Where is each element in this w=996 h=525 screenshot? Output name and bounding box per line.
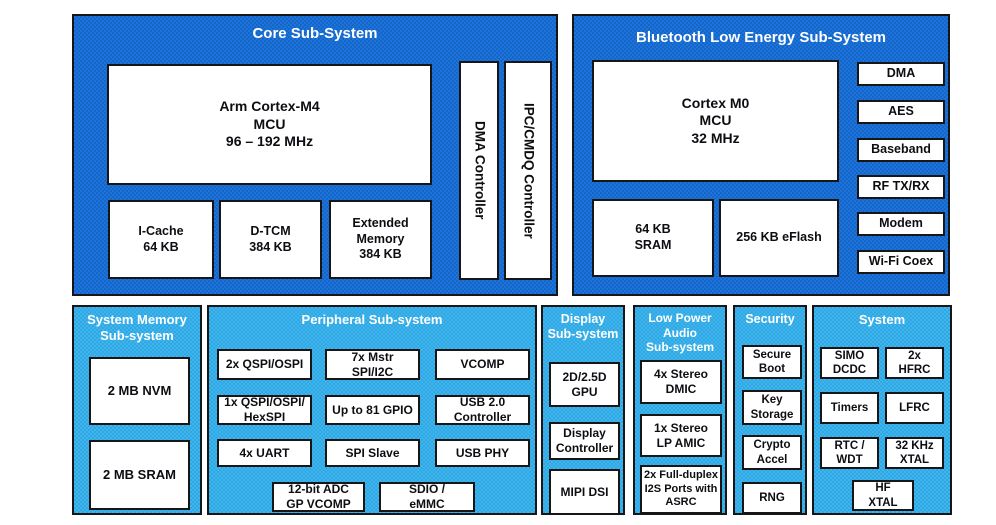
system-memory-title: System Memory Sub-system	[87, 312, 187, 343]
hexspi-block: 1x QSPI/OSPI/ HexSPI	[217, 395, 312, 425]
rtc-wdt-block: RTC / WDT	[820, 437, 879, 469]
ble-aes-block: AES	[857, 100, 945, 124]
ble-sram-block: 64 KB SRAM	[592, 199, 714, 277]
dmic-block: 4x Stereo DMIC	[640, 360, 722, 404]
cortex-m0-block: Cortex M0 MCU 32 MHz	[592, 60, 839, 182]
rng-block: RNG	[742, 482, 802, 514]
i2s-block: 2x Full-duplex I2S Ports with ASRC	[640, 465, 722, 514]
qspi-ospi-block: 2x QSPI/OSPI	[217, 349, 312, 380]
dma-controller-block: DMA Controller	[459, 61, 499, 280]
peripheral-title: Peripheral Sub-system	[301, 312, 443, 327]
core-subsystem: Core Sub-System Arm Cortex-M4 MCU 96 – 1…	[72, 14, 558, 296]
xtal-32khz-block: 32 KHz XTAL	[885, 437, 944, 469]
mipi-dsi-block: MIPI DSI	[549, 469, 620, 515]
system-title: System	[858, 312, 906, 327]
display-title: Display Sub-system	[547, 312, 619, 342]
ipc-cmdq-controller-block: IPC/CMDQ Controller	[504, 61, 552, 280]
usb-controller-block: USB 2.0 Controller	[435, 395, 530, 425]
hf-xtal-block: HF XTAL	[852, 480, 914, 511]
spi-slave-block: SPI Slave	[325, 439, 420, 467]
key-storage-block: Key Storage	[742, 390, 802, 425]
peripheral-subsystem: Peripheral Sub-system 2x QSPI/OSPI 7x Ms…	[207, 305, 537, 515]
ble-subsystem: Bluetooth Low Energy Sub-System Cortex M…	[572, 14, 950, 296]
low-power-audio-title: Low Power Audio Sub-system	[645, 311, 715, 355]
gpio-block: Up to 81 GPIO	[325, 395, 420, 425]
display-subsystem: Display Sub-system 2D/2.5D GPU Display C…	[541, 305, 625, 515]
ble-modem-block: Modem	[857, 212, 945, 236]
lfrc-block: LFRC	[885, 392, 944, 424]
low-power-audio-subsystem: Low Power Audio Sub-system 4x Stereo DMI…	[633, 305, 727, 515]
ble-subsystem-title: Bluetooth Low Energy Sub-System	[635, 29, 887, 46]
simo-dcdc-block: SIMO DCDC	[820, 347, 879, 379]
system-subsystem: System SIMO DCDC 2x HFRC Timers LFRC RTC…	[812, 305, 952, 515]
vcomp-block: VCOMP	[435, 349, 530, 380]
amic-block: 1x Stereo LP AMIC	[640, 414, 722, 457]
usb-phy-block: USB PHY	[435, 439, 530, 467]
ble-dma-block: DMA	[857, 62, 945, 86]
system-memory-subsystem: System Memory Sub-system 2 MB NVM 2 MB S…	[72, 305, 202, 515]
display-controller-block: Display Controller	[549, 422, 620, 460]
secure-boot-block: Secure Boot	[742, 345, 802, 379]
ble-rf-txrx-block: RF TX/RX	[857, 175, 945, 199]
mstr-spi-i2c-block: 7x Mstr SPI/I2C	[325, 349, 420, 380]
core-subsystem-title: Core Sub-System	[252, 25, 378, 42]
sram-block: 2 MB SRAM	[89, 440, 190, 510]
timers-block: Timers	[820, 392, 879, 424]
gpu-block: 2D/2.5D GPU	[549, 362, 620, 407]
arm-cortex-m4-block: Arm Cortex-M4 MCU 96 – 192 MHz	[107, 64, 432, 185]
ble-wifi-coex-block: Wi-Fi Coex	[857, 250, 945, 274]
nvm-block: 2 MB NVM	[89, 357, 190, 425]
adc-block: 12-bit ADC GP VCOMP	[272, 482, 365, 512]
ble-eflash-block: 256 KB eFlash	[719, 199, 839, 277]
ble-baseband-block: Baseband	[857, 138, 945, 162]
hfrc-block: 2x HFRC	[885, 347, 944, 379]
d-tcm-block: D-TCM 384 KB	[219, 200, 322, 279]
security-title: Security	[745, 312, 795, 326]
uart-block: 4x UART	[217, 439, 312, 467]
i-cache-block: I-Cache 64 KB	[108, 200, 214, 279]
sdio-emmc-block: SDIO / eMMC	[379, 482, 475, 512]
extended-memory-block: Extended Memory 384 KB	[329, 200, 432, 279]
crypto-accel-block: Crypto Accel	[742, 435, 802, 470]
security-subsystem: Security Secure Boot Key Storage Crypto …	[733, 305, 807, 515]
